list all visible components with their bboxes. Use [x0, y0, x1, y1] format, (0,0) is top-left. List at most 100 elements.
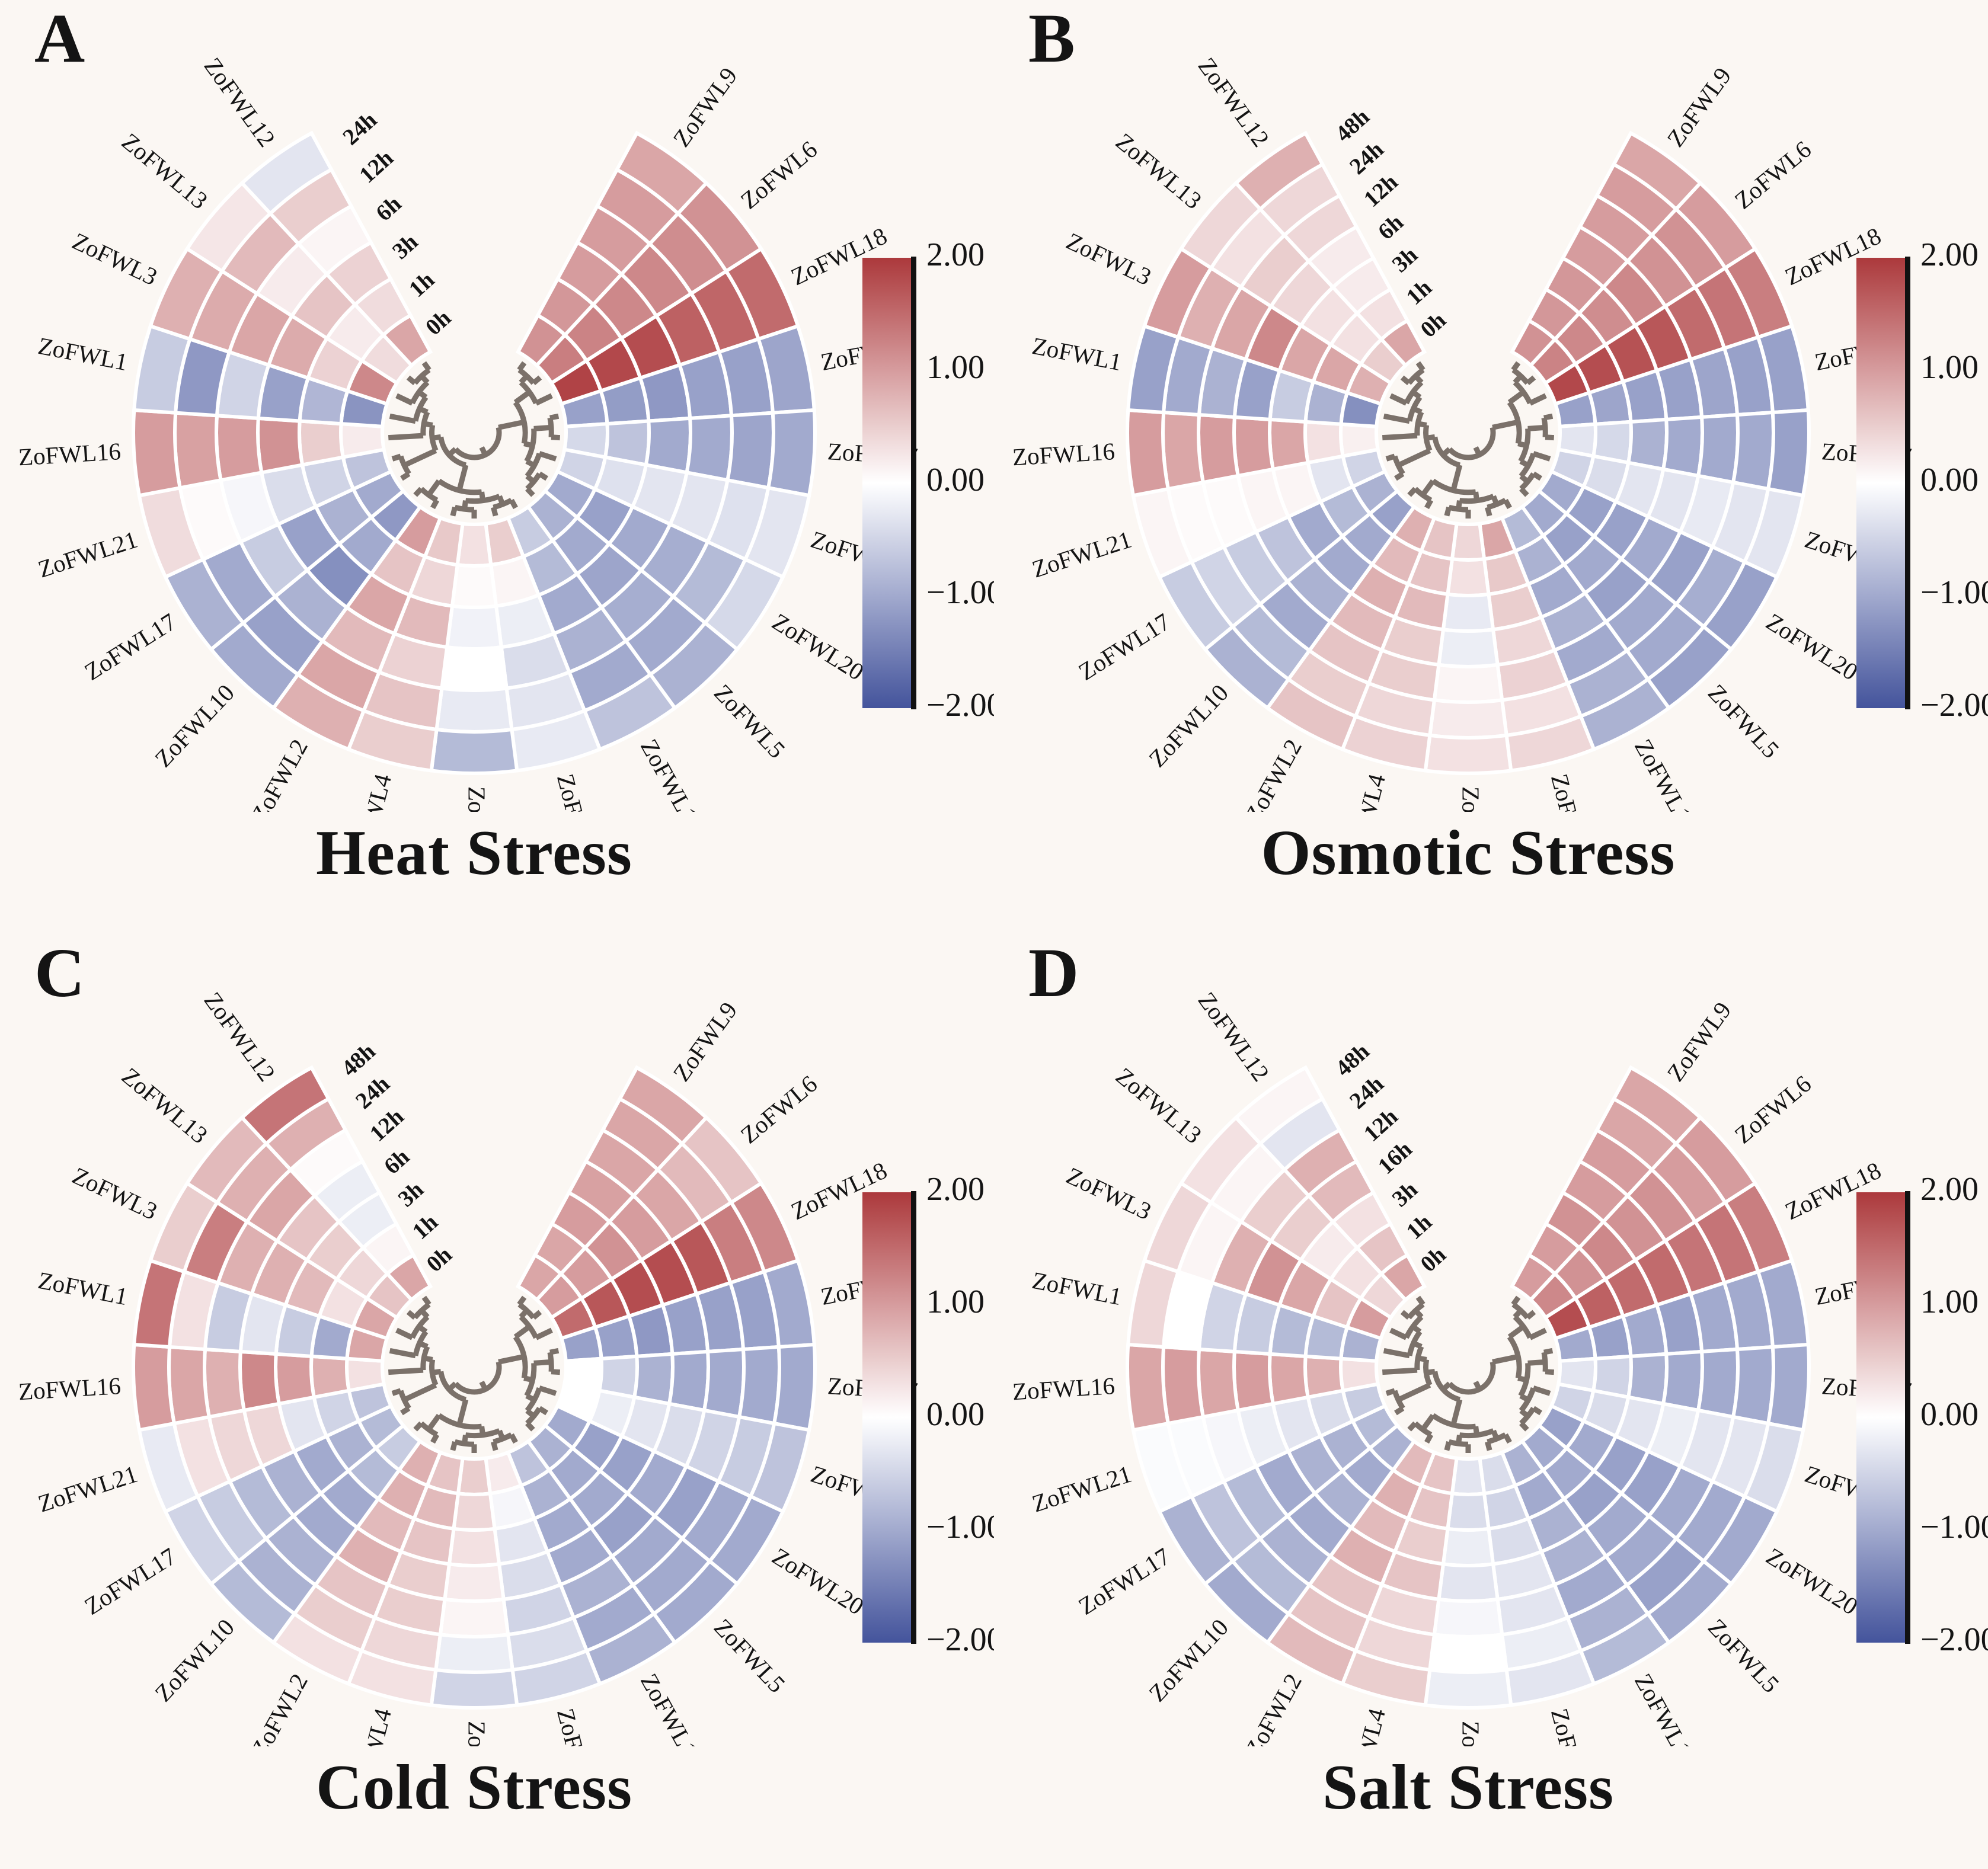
gene-label: ZoFWL15 — [464, 1721, 491, 1746]
time-ring-label: 6h — [379, 1144, 415, 1179]
colorbar-tick: −2.00 — [1920, 1621, 1988, 1658]
gene-label: ZoFWL17 — [79, 1542, 181, 1620]
gene-label: ZoFWL16 — [18, 437, 122, 471]
gene-label: ZoFWL11 — [635, 735, 708, 812]
heatmap-cell — [1268, 1352, 1311, 1406]
gene-label: ZoFWL9 — [1661, 997, 1736, 1086]
gene-label: ZoFWL1 — [36, 332, 130, 376]
dendrogram — [388, 361, 561, 519]
panel-title-salt: Salt Stress — [1322, 1752, 1615, 1823]
gene-label: ZoFWL3 — [1062, 227, 1156, 290]
gene-label: ZoFWL21 — [1029, 1460, 1135, 1518]
time-ring-label: 24h — [338, 107, 382, 150]
time-ring-label: 3h — [1388, 1176, 1423, 1212]
panel-heat-stress: A ZoFWL9ZoFWL6ZoFWL18ZoFWL8ZoFWL7ZoFWL19… — [0, 0, 994, 934]
heatmap-cell — [239, 130, 334, 216]
heatmap-cell — [632, 1352, 675, 1406]
gene-label: ZoFWL14 — [552, 1705, 604, 1746]
heatmap-cell — [1233, 1065, 1325, 1147]
gene-label: ZoFWL13 — [117, 127, 213, 214]
heatmap-cell — [452, 1491, 497, 1532]
heatmap-cell — [1232, 415, 1276, 478]
heatmap-cell — [1197, 1347, 1241, 1419]
gene-label: ZoFWL5 — [709, 679, 791, 764]
gene-label: ZoFWL2 — [245, 735, 313, 812]
colorbar-tick: −2.00 — [926, 1621, 994, 1658]
gene-label: ZoFWL6 — [736, 1070, 823, 1148]
panel-letter-a: A — [34, 0, 85, 77]
heatmap-cell — [239, 1065, 331, 1147]
time-ring-label: 0h — [421, 305, 456, 341]
panel-letter-b: B — [1028, 0, 1075, 77]
heatmap-cell — [1303, 1354, 1345, 1400]
gene-label: ZoFWL14 — [1546, 771, 1598, 812]
gene-label: ZoFWL4 — [347, 771, 397, 812]
colorbar-axis — [1905, 1191, 1910, 1644]
gene-label: ZoFWL20 — [768, 608, 869, 686]
time-ring-label: 0h — [1415, 1241, 1451, 1277]
colorbar-tick: 0.00 — [926, 1396, 985, 1433]
heatmap-cell — [132, 408, 183, 498]
colorbar-tick: 1.00 — [926, 349, 985, 386]
gene-label: ZoFWL3 — [68, 227, 162, 290]
time-ring-label: 6h — [371, 191, 407, 226]
colorbar-tick: 2.00 — [926, 1171, 985, 1208]
radial-heatmap-cold: ZoFWL9ZoFWL6ZoFWL18ZoFWL8ZoFWL7ZoFWL19Zo… — [18, 987, 994, 1746]
heatmap-cell — [1437, 627, 1500, 668]
heatmap-cell — [215, 414, 264, 482]
dendrogram — [1382, 1295, 1555, 1453]
gene-label: ZoFWL12 — [1193, 987, 1275, 1086]
panel-osmotic-stress: B ZoFWL9ZoFWL6ZoFWL18ZoFWL8ZoFWL7ZoFWL19… — [994, 0, 1988, 934]
time-ring-label: 6h — [1373, 209, 1409, 245]
gene-label: ZoFWL5 — [1703, 1614, 1785, 1698]
radial-heatmap-osmotic: ZoFWL9ZoFWL6ZoFWL18ZoFWL8ZoFWL7ZoFWL19Zo… — [1012, 53, 1988, 812]
heatmap-cell — [443, 1561, 506, 1603]
heatmap-cell — [447, 1526, 501, 1568]
gene-label: ZoFWL4 — [347, 1705, 397, 1746]
gene-label: ZoFWL5 — [709, 1614, 791, 1698]
heatmap-cell — [1268, 417, 1311, 472]
heatmap-cell — [1423, 1668, 1513, 1710]
gene-label: ZoFWL12 — [199, 987, 281, 1086]
heatmap-cell — [433, 1633, 515, 1674]
heatmap-cell — [737, 1345, 781, 1426]
heatmap-cell — [203, 1347, 247, 1419]
gene-label: ZoFWL6 — [1730, 1070, 1817, 1148]
gene-label: ZoFWL21 — [35, 526, 141, 583]
gene-label: ZoFWL9 — [667, 62, 742, 152]
heatmap-cell — [766, 408, 817, 498]
heatmap-cell — [429, 1668, 519, 1710]
heatmap-cell — [429, 727, 519, 776]
gene-label: ZoFWL6 — [1730, 135, 1817, 214]
heatmap-cell — [1126, 408, 1171, 498]
time-ring-label: 0h — [421, 1241, 457, 1277]
gene-label: ZoFWL11 — [635, 1669, 708, 1746]
gene-label: ZoFWL1 — [1030, 1266, 1124, 1310]
gene-label: ZoFWL17 — [79, 608, 181, 686]
gene-label: ZoFWL16 — [18, 1372, 122, 1405]
panel-title-heat: Heat Stress — [316, 818, 632, 888]
heatmap-cell — [298, 419, 346, 467]
gene-label: ZoFWL11 — [1629, 735, 1702, 812]
heatmap-cell — [1731, 1345, 1775, 1426]
time-ring-label: 1h — [407, 1209, 443, 1244]
heatmap-cell — [702, 1347, 746, 1419]
colorbar-tick: 2.00 — [1920, 236, 1979, 273]
gene-label: ZoFWL9 — [667, 997, 742, 1086]
panel-cold-stress: C ZoFWL9ZoFWL6ZoFWL18ZoFWL8ZoFWL7ZoFWL19… — [0, 934, 994, 1869]
heatmap-cell — [256, 416, 305, 475]
gene-label: ZoFWL17 — [1073, 608, 1175, 686]
heatmap-cell — [345, 1356, 386, 1393]
gene-label: ZoFWL5 — [1703, 679, 1785, 764]
heatmap-cell — [1232, 1349, 1276, 1413]
heatmap-cell — [1161, 410, 1206, 491]
heatmap-cell — [167, 1345, 212, 1426]
gene-label: ZoFWL21 — [35, 1460, 141, 1518]
heatmap-cell — [772, 1342, 817, 1432]
gene-label: ZoFWL16 — [1012, 1372, 1116, 1405]
gene-label: ZoFWL13 — [117, 1062, 213, 1148]
heatmap-cell — [1126, 1342, 1171, 1432]
gene-label: ZoFWL15 — [464, 786, 491, 812]
heatmap-cell — [339, 421, 386, 460]
